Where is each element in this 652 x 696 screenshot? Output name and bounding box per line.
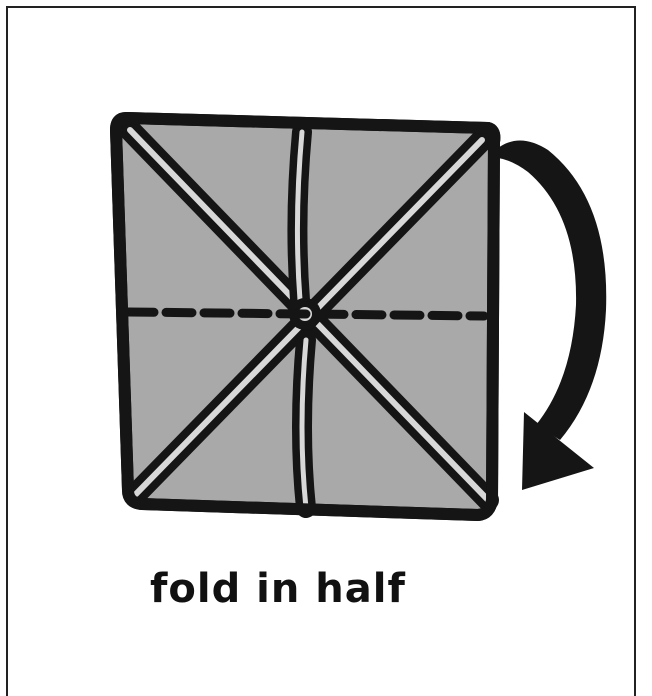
dashed-fold-line xyxy=(128,312,484,316)
folded-paper-square xyxy=(116,118,494,515)
instruction-caption: fold in half xyxy=(150,566,406,612)
curved-arrow-down-icon xyxy=(498,140,606,490)
